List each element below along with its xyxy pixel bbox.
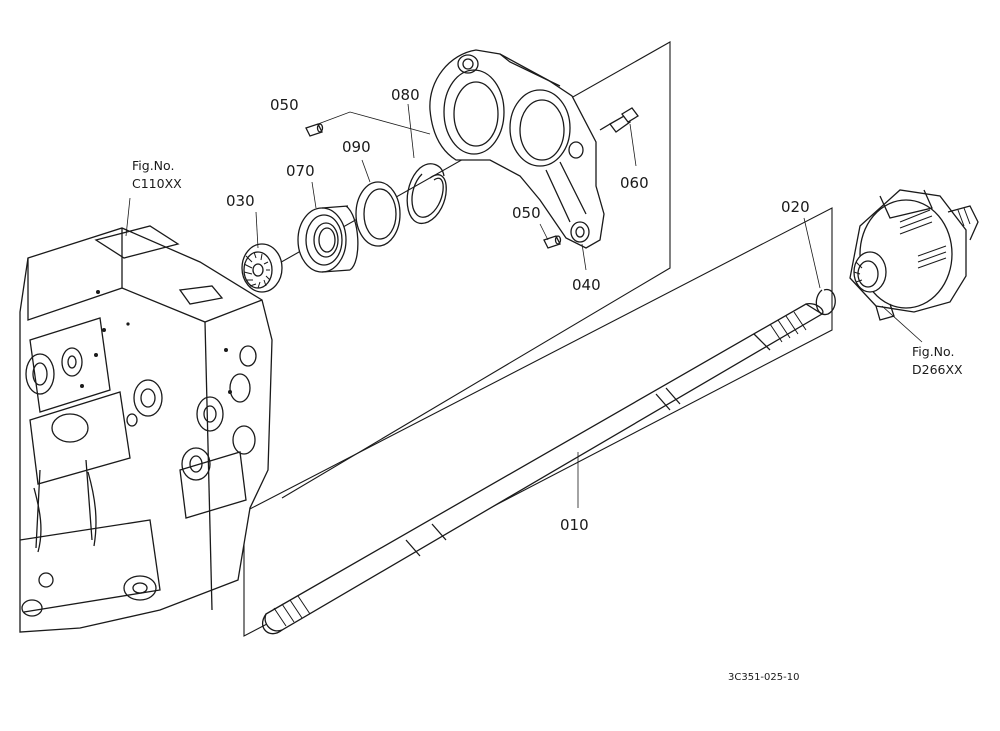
axle-shaft [261,303,824,635]
upper-assembly-frame [245,41,671,499]
differential-fig-code: D266XX [912,362,963,377]
callout-050-bottom: 050 [512,204,541,222]
callout-labels: 050 080 090 070 030 050 060 040 020 010 [226,86,810,534]
shim-ring [355,181,401,247]
differential-fig-label: Fig.No. [912,344,954,359]
shaft-snap-ring [815,288,836,316]
callout-080: 080 [391,86,420,104]
shaft-assembly-frame [243,207,833,637]
differential-assembly [849,189,979,321]
bolt [599,107,639,133]
callout-050-top: 050 [270,96,299,114]
ball-bearing [297,205,359,273]
callout-060: 060 [620,174,649,192]
callout-070: 070 [286,162,315,180]
callout-030: 030 [226,192,255,210]
bearing-holder [429,49,605,249]
callout-020: 020 [781,198,810,216]
bevel-gear [241,243,283,293]
callout-090: 090 [342,138,371,156]
figure-references: Fig.No. C110XX Fig.No. D266XX [132,158,963,377]
dowel-pin-upper [305,123,324,137]
snap-ring [406,163,447,225]
callout-010: 010 [560,516,589,534]
housing-fig-code: C110XX [132,176,182,191]
transmission-housing [19,225,273,633]
housing-fig-label: Fig.No. [132,158,174,173]
callout-040: 040 [572,276,601,294]
leader-lines [125,103,923,508]
drawing-code: 3C351-025-10 [728,672,799,683]
dowel-pin-lower [543,235,562,249]
